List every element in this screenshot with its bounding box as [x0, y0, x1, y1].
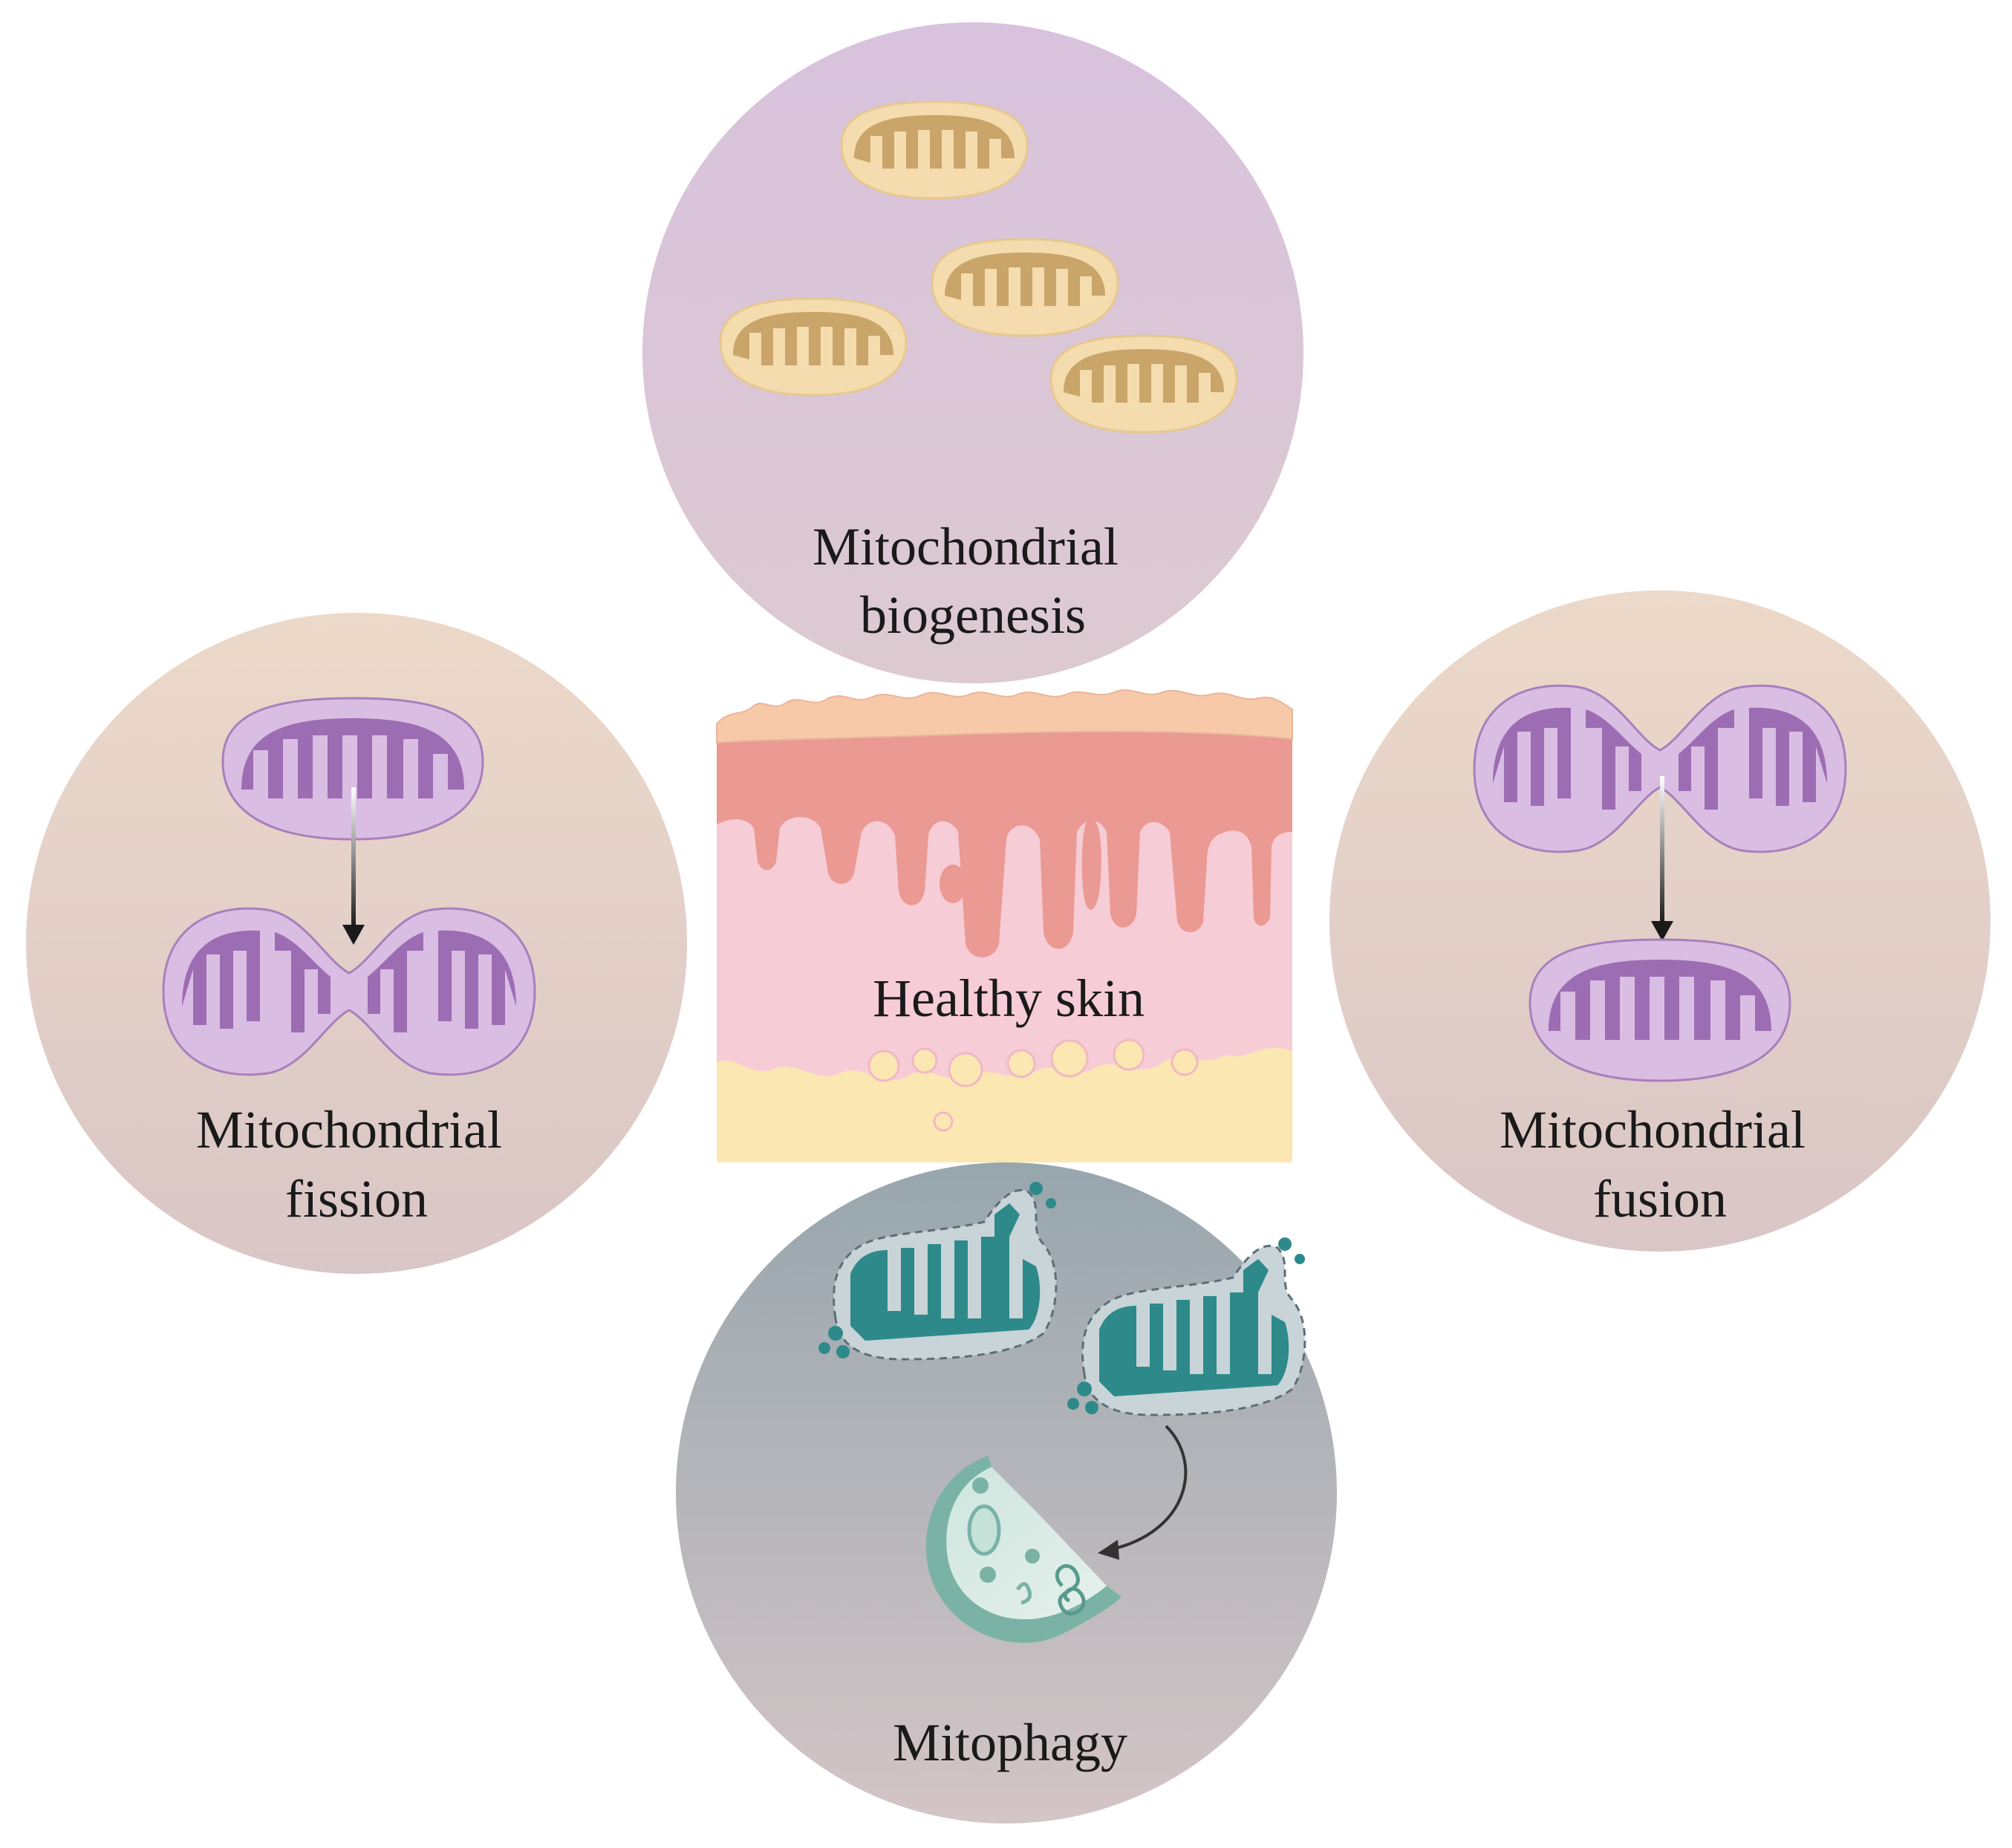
mitochondrion-icon [840, 100, 1029, 200]
mitochondrion-icon [719, 297, 908, 397]
fusion-label-line2: fusion [1593, 1169, 1727, 1229]
mitochondrion-icon [1528, 938, 1791, 1082]
mitochondrion-icon [1049, 334, 1238, 434]
mitochondrion-icon [931, 238, 1119, 337]
lysosome-icon [925, 1456, 1121, 1643]
curved-arrow-icon [1098, 1425, 1188, 1560]
center-label: Healthy skin [873, 969, 1145, 1028]
arrow-down-icon [342, 787, 365, 945]
biogenesis-label-line1: Mitochondrial [813, 517, 1119, 576]
mitophagy-panel: Mitophagy [676, 1162, 1337, 1823]
biogenesis-circle [642, 22, 1303, 683]
fission-label-line2: fission [285, 1169, 428, 1229]
mitophagy-label: Mitophagy [893, 1713, 1127, 1772]
biogenesis-panel: Mitochondrial biogenesis [642, 22, 1303, 683]
fusion-panel: Mitochondrial fusion [1329, 590, 1990, 1252]
fission-label-line1: Mitochondrial [196, 1100, 502, 1159]
skin-cross-section: Healthy skin [716, 689, 1293, 1162]
skin-epidermis-layer [717, 724, 1292, 957]
biogenesis-label-line2: biogenesis [860, 585, 1086, 645]
arrow-down-icon [1651, 776, 1673, 941]
fusion-label-line1: Mitochondrial [1500, 1100, 1806, 1159]
skin-stratum-corneum [716, 689, 1293, 744]
fission-circle [26, 613, 687, 1274]
fission-panel: Mitochondrial fission [26, 613, 687, 1274]
